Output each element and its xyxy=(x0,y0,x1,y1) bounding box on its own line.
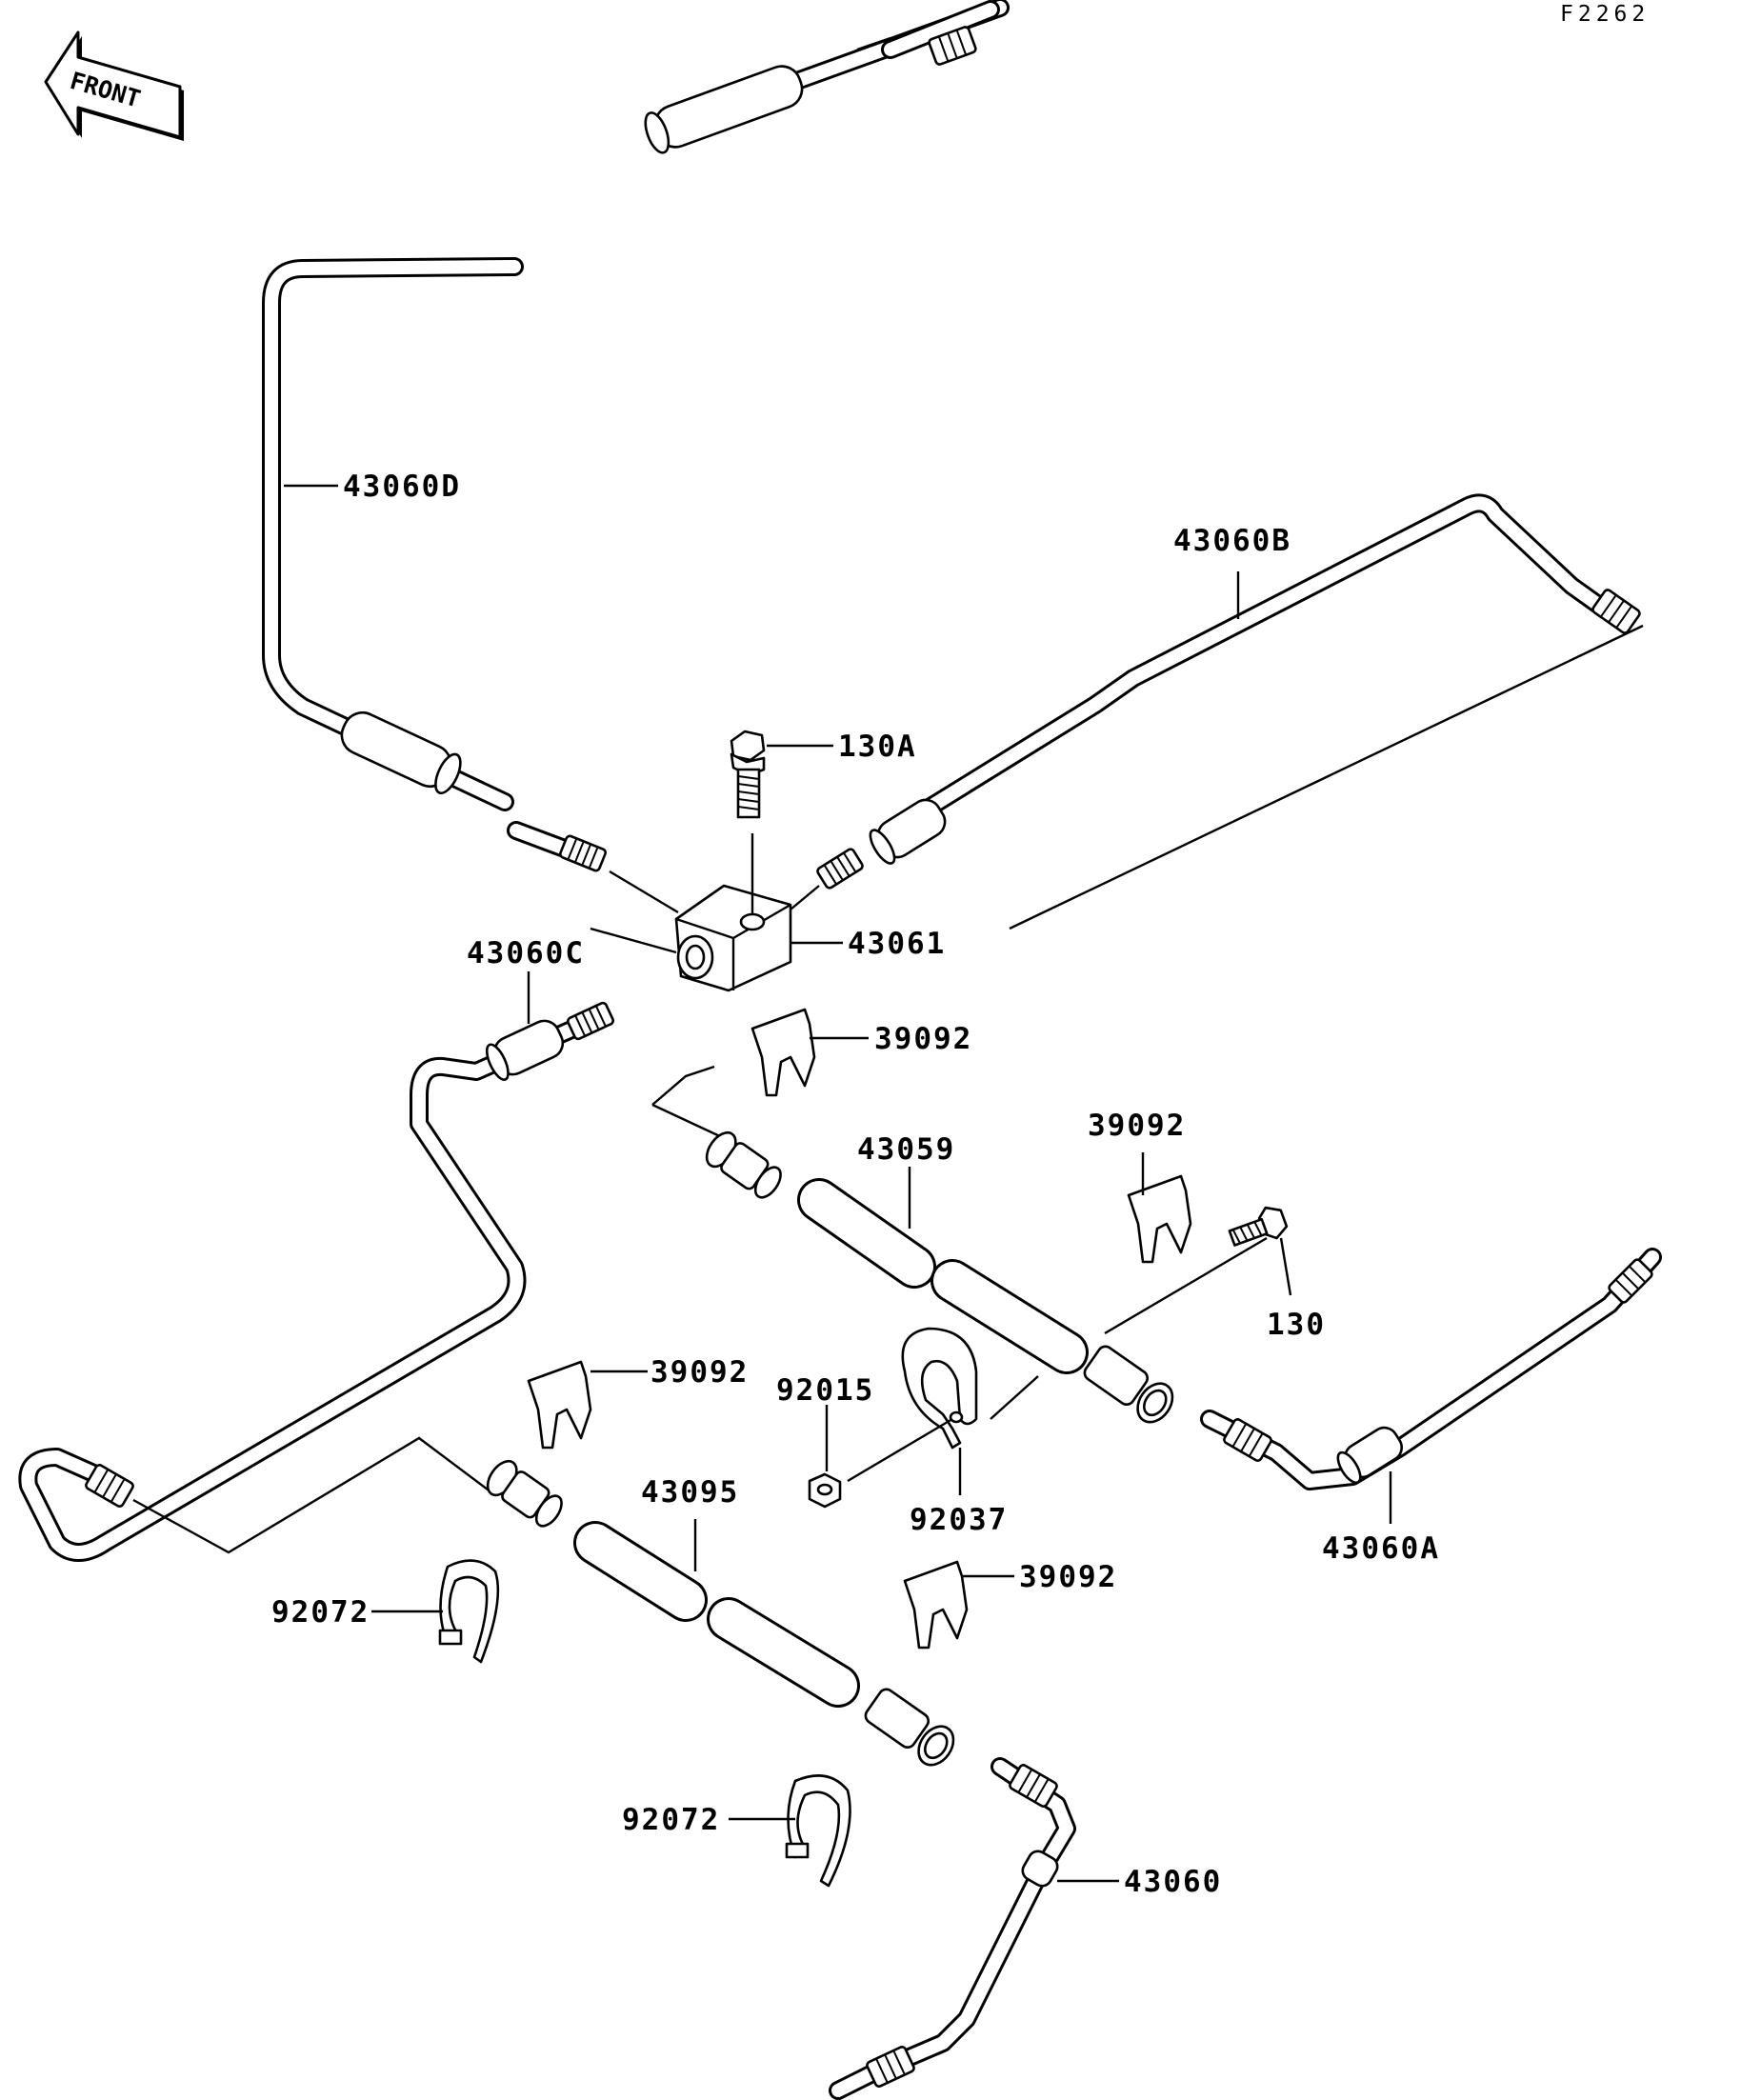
brake-hose-43059 xyxy=(651,1065,1268,1424)
bolt-130 xyxy=(1228,1206,1289,1247)
label-43095: 43095 xyxy=(641,1475,739,1510)
label-130: 130 xyxy=(1267,1308,1326,1342)
label-43060D: 43060D xyxy=(343,470,461,504)
figure-code: F2262 xyxy=(1560,2,1650,27)
label-43060B: 43060B xyxy=(1173,524,1291,558)
bolt-130A xyxy=(730,730,766,819)
brake-joint-43061 xyxy=(590,833,820,992)
leader-lines xyxy=(284,484,1392,1883)
label-43060C: 43060C xyxy=(467,936,585,970)
clip-39092-b xyxy=(1127,1174,1192,1264)
brake-pipe-43060A xyxy=(1200,1248,1662,1490)
label-39092-d: 39092 xyxy=(1019,1560,1117,1594)
label-43060A: 43060A xyxy=(1322,1531,1440,1566)
band-92072-a xyxy=(438,1559,500,1664)
label-43059: 43059 xyxy=(857,1132,955,1167)
label-92072-b: 92072 xyxy=(622,1803,720,1837)
clip-39092-a xyxy=(750,1008,816,1097)
band-92072-b xyxy=(785,1774,851,1888)
clamp-92037 xyxy=(901,1327,978,1450)
label-39092-c: 39092 xyxy=(650,1355,749,1390)
brake-pipe-43060C xyxy=(18,1001,614,1562)
label-39092-b: 39092 xyxy=(1088,1109,1186,1143)
label-43060: 43060 xyxy=(1124,1865,1222,1899)
label-92037: 92037 xyxy=(910,1503,1008,1537)
brake-pipe-43060D xyxy=(262,0,1010,872)
label-92072-a: 92072 xyxy=(271,1595,370,1630)
label-39092-a: 39092 xyxy=(874,1022,972,1056)
label-92015: 92015 xyxy=(776,1373,874,1408)
label-43061: 43061 xyxy=(848,927,946,961)
nut-92015 xyxy=(808,1417,953,1509)
label-130A: 130A xyxy=(838,730,917,764)
clip-39092-c xyxy=(527,1360,592,1450)
brake-pipe-43060 xyxy=(829,1757,1076,2100)
brake-pipe-43060B xyxy=(816,493,1644,930)
clip-39092-d xyxy=(903,1560,969,1650)
front-direction-arrow: FRONT xyxy=(44,30,184,141)
brake-hose-43095 xyxy=(486,1459,955,1767)
